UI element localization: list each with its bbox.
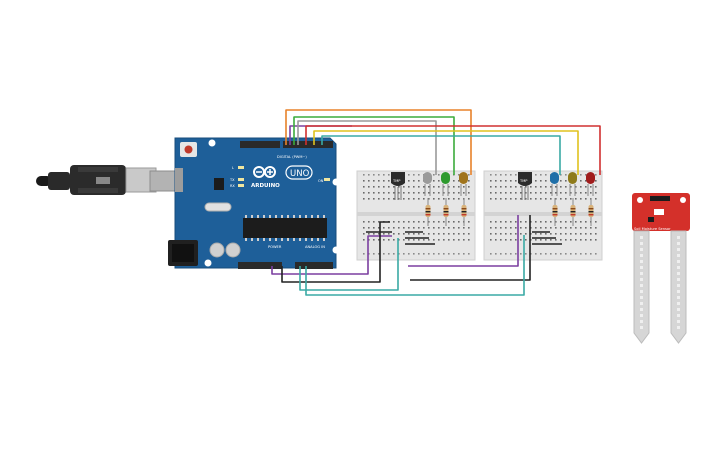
mounting-hole xyxy=(208,139,216,147)
led-tx xyxy=(238,178,244,181)
arduino-logo-text: ARDUINO xyxy=(251,183,280,189)
digital-header-low xyxy=(240,141,280,148)
crystal xyxy=(204,202,232,212)
resistor xyxy=(552,198,558,226)
led-tx-label: TX xyxy=(229,178,235,182)
breadboard: TMP xyxy=(483,170,603,261)
wire-green xyxy=(293,116,455,175)
led xyxy=(441,172,450,196)
wire-red xyxy=(305,125,601,175)
wires xyxy=(271,109,601,296)
wire-teal-bottom xyxy=(299,238,399,291)
sensor-transistor xyxy=(648,217,654,222)
tmp-label: TMP xyxy=(392,179,401,183)
wire-yellow xyxy=(313,130,579,175)
breadboard: TMP xyxy=(356,170,476,261)
atmega-chip xyxy=(243,218,327,238)
wire-purple-bottom xyxy=(271,235,392,275)
uno-label: UNO xyxy=(290,169,310,179)
wire-black-bottom xyxy=(281,221,390,283)
led-on xyxy=(324,178,330,181)
sensor-header xyxy=(650,196,670,201)
mounting-hole xyxy=(332,246,340,254)
analog-in-label: ANALOG IN xyxy=(305,245,325,249)
resistor xyxy=(425,198,431,226)
led xyxy=(586,172,595,196)
temperature-sensor: TMP xyxy=(391,172,405,200)
led xyxy=(459,172,468,196)
mounting-hole xyxy=(332,178,340,186)
power-label: POWER xyxy=(268,245,282,249)
tmp-label: TMP xyxy=(519,179,528,183)
uno-badge xyxy=(285,165,313,180)
capacitor xyxy=(225,242,241,258)
temperature-sensor: TMP xyxy=(518,172,532,200)
wire-purple-right xyxy=(408,215,519,267)
led-l xyxy=(238,166,244,169)
capacitor xyxy=(209,242,225,258)
led-rx-label: RX xyxy=(230,184,235,188)
resistor xyxy=(443,198,449,226)
wire-teal-right xyxy=(305,235,525,296)
wire-teal xyxy=(321,135,561,175)
sensor-label: Soil Moisture Sensor xyxy=(634,227,671,231)
mounting-hole xyxy=(204,259,212,267)
digital-header-high xyxy=(283,141,333,148)
wire-gray xyxy=(297,120,437,175)
mounting-hole xyxy=(680,197,686,203)
chip-pins xyxy=(245,215,325,241)
resistor xyxy=(461,198,467,226)
digital-header-label: DIGITAL (PWM~) xyxy=(277,155,307,159)
soil-moisture-sensor: Soil Moisture Sensor xyxy=(632,193,690,344)
led-rx xyxy=(238,184,244,187)
usb-chip xyxy=(214,178,224,190)
sensor-chip xyxy=(654,209,664,215)
wire-black-right xyxy=(410,215,531,281)
power-header xyxy=(238,262,282,269)
resistor xyxy=(570,198,576,226)
usb-cable xyxy=(36,165,179,195)
led xyxy=(423,172,432,196)
arduino-uno-board: ARDUINO UNO DIGITAL (PWM~) POWER ANALOG … xyxy=(168,137,340,269)
reset-button-cap xyxy=(184,145,193,154)
arduino-logo-icon xyxy=(253,166,276,178)
mounting-hole xyxy=(637,197,643,203)
led xyxy=(568,172,577,196)
resistor xyxy=(588,198,594,226)
led xyxy=(550,172,559,196)
analog-header xyxy=(295,262,333,269)
led-on-label: ON xyxy=(318,179,324,183)
wire-orange xyxy=(285,109,472,175)
led-l-label: L xyxy=(232,166,234,170)
breadboards: TMP TMP xyxy=(356,170,603,261)
